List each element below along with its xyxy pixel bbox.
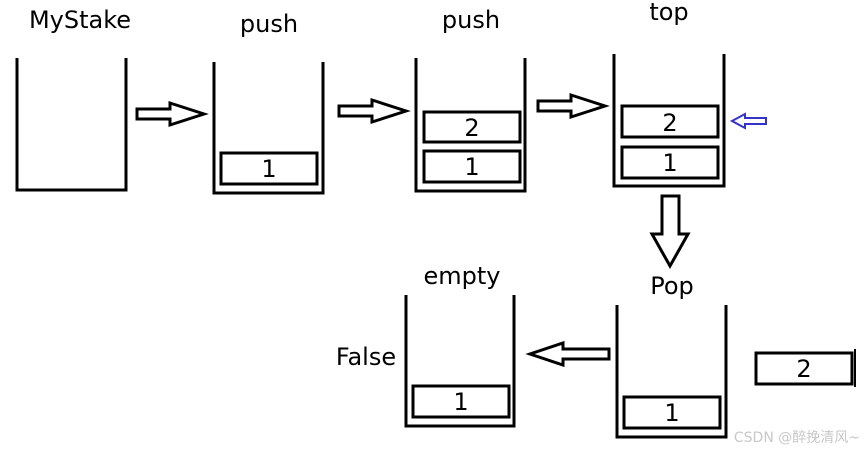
- stack-element-box: [219, 151, 319, 186]
- stack-container-top: [612, 54, 726, 188]
- stack-element-box: [422, 110, 522, 144]
- stack-container-pop: [615, 305, 728, 439]
- watermark-text: CSDN @醉挽清风~: [734, 430, 860, 446]
- popped-element-box: [754, 351, 854, 386]
- stack-element-value: 2: [662, 109, 677, 137]
- mystake-label: MyStake: [29, 6, 131, 34]
- top-label: top: [649, 0, 688, 26]
- stack-element-value: 1: [453, 388, 468, 416]
- stack-element-box: [422, 149, 522, 184]
- stack-element-box: [622, 395, 722, 430]
- stack-container-empty: [15, 58, 128, 192]
- down-arrow-icon: [649, 194, 691, 270]
- false-result-label: False: [336, 343, 396, 371]
- top-pointer-icon: [729, 112, 767, 130]
- stack-element-value: 1: [464, 153, 479, 181]
- stack-element-value: 1: [662, 149, 677, 177]
- empty-label: empty: [424, 262, 501, 290]
- stack-element-box: [620, 145, 720, 180]
- stack-element-value: 1: [261, 155, 276, 183]
- stack-element-value: 1: [664, 399, 679, 427]
- stack-element-box: [620, 104, 720, 139]
- push-label-2: push: [442, 6, 500, 34]
- popped-element-value: 2: [796, 355, 811, 383]
- stack-container-push2: [414, 58, 527, 193]
- pop-label: Pop: [650, 272, 694, 300]
- right-arrow-icon: [135, 100, 209, 128]
- stack-container-push1: [212, 62, 325, 195]
- right-arrow-icon: [337, 97, 411, 125]
- left-arrow-icon: [525, 340, 611, 368]
- push-label-1: push: [240, 10, 298, 38]
- stack-element-box: [411, 384, 511, 419]
- stack-element-value: 2: [464, 114, 479, 142]
- stack-container-empty-check: [404, 295, 516, 428]
- right-arrow-icon: [536, 92, 610, 120]
